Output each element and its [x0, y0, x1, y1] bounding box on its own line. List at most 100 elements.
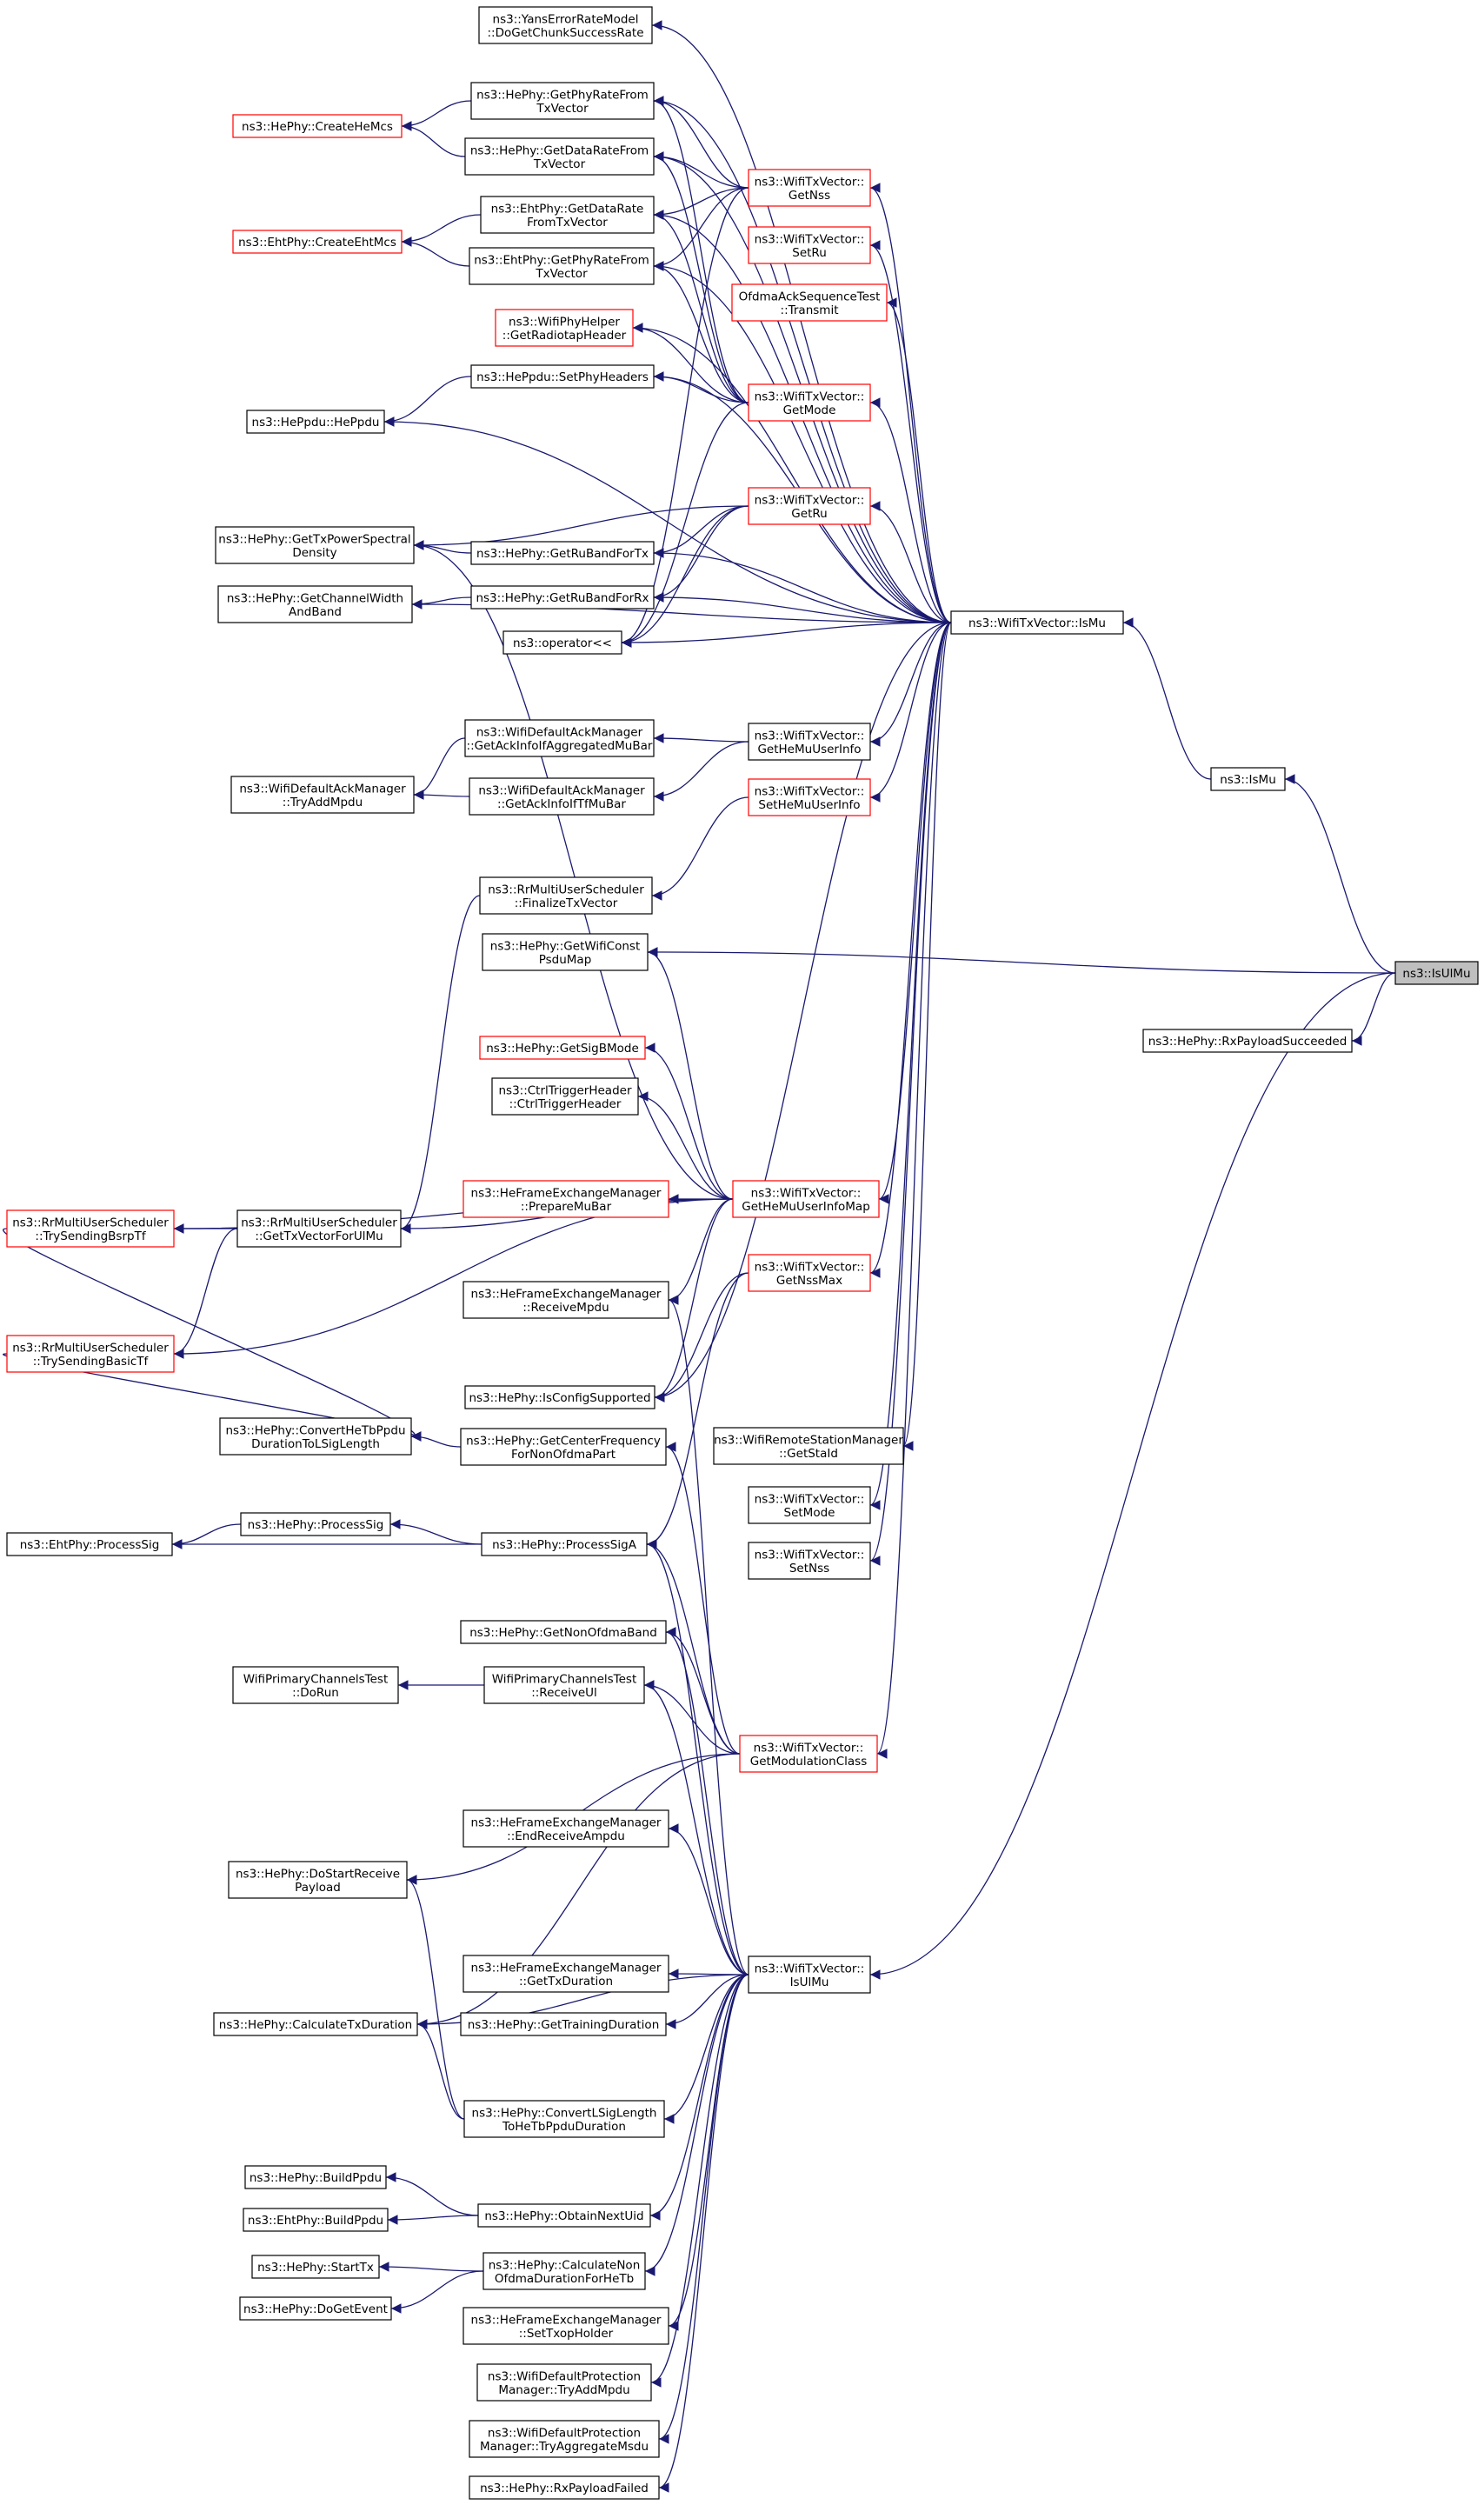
node-hephy-convertlsig[interactable]: ns3::HePhy::ConvertLSigLengthToHeTbPpduD…: [463, 2100, 665, 2138]
node-wrsm-getstaid[interactable]: ns3::WifiRemoteStationManager::GetStaId: [713, 1427, 904, 1465]
node-rrmus-trysendingbasictf[interactable]: ns3::RrMultiUserScheduler::TrySendingBas…: [6, 1335, 175, 1373]
edge-hephy-dostartreceive-to-hephy-convertlsig: [406, 1875, 465, 2120]
node-wdam-tryaddmpdu[interactable]: ns3::WifiDefaultAckManager::TryAddMpdu: [230, 776, 415, 814]
edge-wdpm-tryaddmpdu-to-wtv-isulmu: [650, 1974, 749, 2388]
node-hephy-rxpayloadfailed[interactable]: ns3::HePhy::RxPayloadFailed: [469, 2475, 660, 2500]
node-hefem-receivempdu[interactable]: ns3::HeFrameExchangeManager::ReceiveMpdu: [463, 1281, 669, 1319]
node-wtv-getru[interactable]: ns3::WifiTxVector::GetRu: [748, 487, 871, 525]
node-wtv-getnssmax[interactable]: ns3::WifiTxVector::GetNssMax: [748, 1254, 871, 1292]
node-hephy-dogetevent[interactable]: ns3::HePhy::DoGetEvent: [239, 2296, 392, 2321]
node-rrmus-trysendingbsrptf[interactable]: ns3::RrMultiUserScheduler::TrySendingBsr…: [6, 1209, 175, 1248]
node-label: FromTxVector: [527, 216, 608, 230]
edge-hephy-getrubandforrx-to-wtv-ismu: [653, 592, 952, 623]
node-box: [748, 487, 871, 525]
node-box: [243, 2208, 389, 2232]
node-ehtphy-createehtmcs[interactable]: ns3::EhtPhy::CreateEhtMcs: [232, 230, 403, 254]
node-wtv-gethemuuserinfo[interactable]: ns3::WifiTxVector::GetHeMuUserInfo: [748, 723, 871, 761]
node-label: ns3::WifiTxVector::: [754, 1741, 864, 1755]
node-hephy-obtainnextuid[interactable]: ns3::HePhy::ObtainNextUid: [477, 2203, 651, 2228]
node-wdam-getackinfoagg[interactable]: ns3::WifiDefaultAckManager::GetAckInfoIf…: [464, 719, 655, 757]
edge-hephy-processsiga-to-wtv-isulmu: [646, 1539, 749, 1975]
node-hefem-endreceiveampdu[interactable]: ns3::HeFrameExchangeManager::EndReceiveA…: [463, 1809, 669, 1848]
node-isulmu[interactable]: ns3::IsUlMu: [1394, 961, 1479, 985]
node-wtv-getmodulationclass[interactable]: ns3::WifiTxVector::GetModulationClass: [739, 1735, 878, 1773]
edge-hephy-getnonofdmaband-to-wtv-getmodulationclass: [665, 1627, 741, 1755]
node-hephy-gettrainingduration[interactable]: ns3::HePhy::GetTrainingDuration: [460, 2012, 667, 2036]
node-label: ns3::HePhy::GetTrainingDuration: [468, 2018, 660, 2032]
node-hefem-gettxduration[interactable]: ns3::HeFrameExchangeManager::GetTxDurati…: [463, 1955, 669, 1993]
node-wtv-sethemuuserinfo[interactable]: ns3::WifiTxVector::SetHeMuUserInfo: [748, 778, 871, 816]
node-wpct-receiveul[interactable]: WifiPrimaryChannelsTest::ReceiveUl: [483, 1666, 645, 1704]
edge-hephy-getcenterfreq-to-wtv-getmodulationclass: [665, 1442, 741, 1755]
edge-hephy-buildppdu-to-hephy-obtainnextuid: [385, 2172, 479, 2216]
node-label: ns3::HeFrameExchangeManager: [471, 1287, 662, 1301]
edge-hephy-getwificonst-to-isulmu: [647, 947, 1396, 974]
node-yans[interactable]: ns3::YansErrorRateModel::DoGetChunkSucce…: [478, 6, 653, 44]
node-label: ns3::HePhy::BuildPpdu: [250, 2171, 382, 2185]
node-wdpm-tryaggregatemsdu[interactable]: ns3::WifiDefaultProtectionManager::TryAg…: [469, 2420, 660, 2458]
node-label: ns3::HePhy::CalculateNon: [489, 2258, 641, 2272]
node-hephy-isconfigsupported[interactable]: ns3::HePhy::IsConfigSupported: [464, 1385, 655, 1409]
node-hephy-getsigbmode[interactable]: ns3::HePhy::GetSigBMode: [479, 1036, 646, 1060]
node-heppdu-setphyheaders[interactable]: ns3::HePpdu::SetPhyHeaders: [470, 364, 655, 389]
node-ismu[interactable]: ns3::IsMu: [1210, 767, 1286, 791]
node-label: TxVector: [536, 102, 589, 116]
node-ehtphy-processsig[interactable]: ns3::EhtPhy::ProcessSig: [6, 1532, 173, 1556]
node-wtv-setru[interactable]: ns3::WifiTxVector::SetRu: [748, 226, 871, 264]
node-label: ns3::WifiDefaultProtection: [488, 2426, 641, 2440]
node-rrmus-gettxvectorforulmu[interactable]: ns3::RrMultiUserScheduler::GetTxVectorFo…: [236, 1209, 402, 1248]
edge-hephy-rxpayloadfailed-to-wtv-isulmu: [658, 1974, 749, 2493]
node-box: [464, 719, 655, 757]
edge-hephy-createhemcs-to-hephy-getphyrate: [401, 100, 472, 131]
node-wtv-isulmu[interactable]: ns3::WifiTxVector::IsUlMu: [748, 1955, 871, 1994]
node-hephy-processsiga[interactable]: ns3::HePhy::ProcessSigA: [481, 1532, 648, 1556]
node-box: [748, 1486, 871, 1524]
node-wtv-getnss[interactable]: ns3::WifiTxVector::GetNss: [748, 169, 871, 207]
node-ofdma-transmit[interactable]: OfdmaAckSequenceTest::Transmit: [731, 283, 888, 322]
node-heppdu-heppdu[interactable]: ns3::HePpdu::HePpdu: [246, 410, 385, 434]
node-wtv-setnss[interactable]: ns3::WifiTxVector::SetNss: [748, 1542, 871, 1580]
node-wtv-setmode[interactable]: ns3::WifiTxVector::SetMode: [748, 1486, 871, 1524]
node-hephy-processsig[interactable]: ns3::HePhy::ProcessSig: [240, 1512, 391, 1536]
node-wifiphyhelper[interactable]: ns3::WifiPhyHelper::GetRadiotapHeader: [495, 309, 634, 347]
node-hephy-calcnonofdma[interactable]: ns3::HePhy::CalculateNonOfdmaDurationFor…: [482, 2252, 646, 2290]
node-wdam-getackinfotf[interactable]: ns3::WifiDefaultAckManager::GetAckInfoIf…: [469, 777, 655, 816]
node-wtv-getmode[interactable]: ns3::WifiTxVector::GetMode: [748, 383, 871, 422]
node-hephy-createhemcs[interactable]: ns3::HePhy::CreateHeMcs: [232, 114, 403, 138]
node-operator[interactable]: ns3::operator<<: [502, 630, 622, 655]
node-box: [463, 1955, 669, 1993]
node-hephy-rxpayloadsucceeded[interactable]: ns3::HePhy::RxPayloadSucceeded: [1142, 1029, 1353, 1053]
nodes-layer: ns3::YansErrorRateModel::DoGetChunkSucce…: [6, 6, 1479, 2500]
node-label: ns3::HePhy::GetRuBandForTx: [476, 547, 649, 561]
node-hephy-getcenterfreq[interactable]: ns3::HePhy::GetCenterFrequencyForNonOfdm…: [460, 1428, 667, 1466]
node-wdpm-tryaddmpdu[interactable]: ns3::WifiDefaultProtectionManager::TryAd…: [476, 2363, 652, 2402]
node-label: ns3::EhtPhy::GetDataRate: [491, 202, 644, 216]
node-label: ns3::WifiTxVector::: [755, 784, 865, 798]
node-wpct-dorun[interactable]: WifiPrimaryChannelsTest::DoRun: [232, 1666, 399, 1704]
node-box: [469, 2420, 660, 2458]
node-hephy-getrubandforrx[interactable]: ns3::HePhy::GetRuBandForRx: [470, 585, 655, 610]
node-rrmus-finalize[interactable]: ns3::RrMultiUserScheduler::FinalizeTxVec…: [479, 876, 653, 915]
node-hefem-setxopholder[interactable]: ns3::HeFrameExchangeManager::SetTxopHold…: [463, 2307, 669, 2345]
node-hephy-calculatetxduration[interactable]: ns3::HePhy::CalculateTxDuration: [213, 2012, 418, 2036]
node-hephy-buildppdu[interactable]: ns3::HePhy::BuildPpdu: [244, 2165, 387, 2189]
node-label: Manager::TryAggregateMsdu: [480, 2440, 649, 2454]
node-label: OfdmaDurationForHeTb: [495, 2272, 634, 2286]
node-wtv-gethemuuserinfomap[interactable]: ns3::WifiTxVector::GetHeMuUserInfoMap: [732, 1180, 880, 1218]
node-hephy-starttx[interactable]: ns3::HePhy::StartTx: [251, 2255, 380, 2279]
node-ehtphy-buildppdu[interactable]: ns3::EhtPhy::BuildPpdu: [243, 2208, 389, 2232]
node-hefem-preparemubar[interactable]: ns3::HeFrameExchangeManager::PrepareMuBa…: [463, 1180, 669, 1218]
node-hephy-convertheTb[interactable]: ns3::HePhy::ConvertHeTbPpduDurationToLSi…: [219, 1417, 412, 1456]
node-hephy-getrubandfortx[interactable]: ns3::HePhy::GetRuBandForTx: [470, 541, 655, 565]
node-ctrltrigger[interactable]: ns3::CtrlTriggerHeader::CtrlTriggerHeade…: [491, 1077, 639, 1116]
node-hephy-getnonofdmaband[interactable]: ns3::HePhy::GetNonOfdmaBand: [460, 1620, 667, 1644]
node-wtv-ismu[interactable]: ns3::WifiTxVector::IsMu: [950, 610, 1124, 635]
